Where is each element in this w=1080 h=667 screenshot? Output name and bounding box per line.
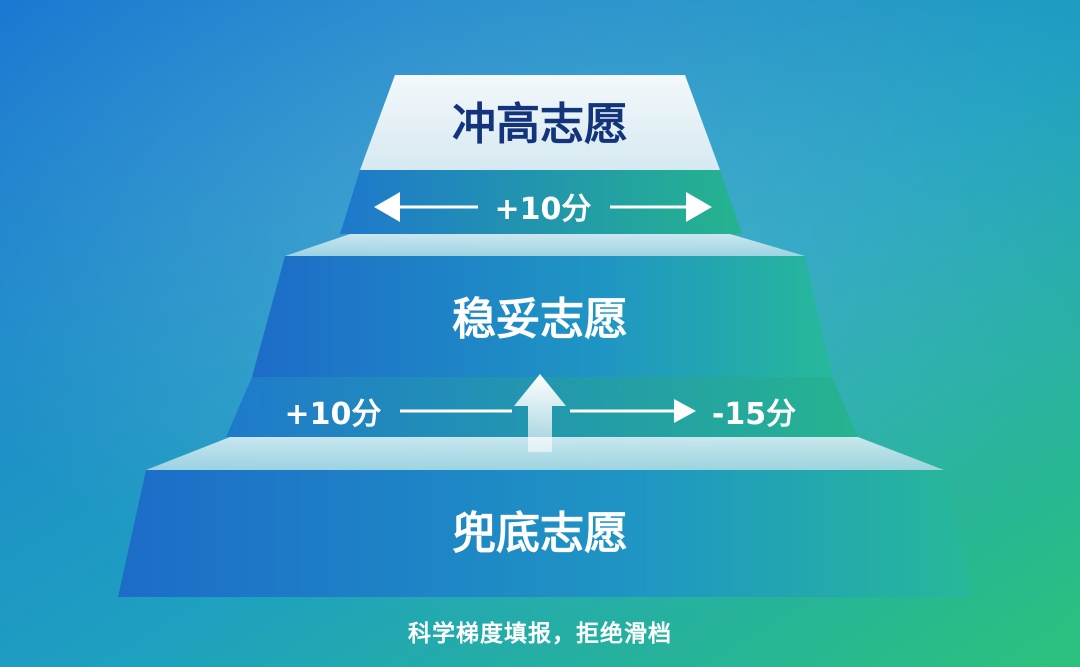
top-band <box>340 170 742 234</box>
middle-tier-label: 稳妥志愿 <box>452 294 628 345</box>
middle-band-right-text: -15分 <box>712 397 796 432</box>
caption: 科学梯度填报，拒绝滑档 <box>408 621 672 647</box>
bottom-tier-label: 兜底志愿 <box>452 508 628 559</box>
middle-tier-ledge <box>285 234 805 256</box>
top-tier-label: 冲高志愿 <box>452 99 628 150</box>
left-arrow-icon <box>374 192 400 222</box>
bottom-tier-ledge <box>146 437 944 470</box>
top-tier-face <box>360 75 720 170</box>
bottom-tier-face <box>118 470 972 597</box>
middle-tier-face <box>252 256 832 377</box>
top-band-text: +10分 <box>495 192 592 227</box>
up-arrow-icon <box>514 374 566 452</box>
middle-band-left-text: +10分 <box>285 397 382 432</box>
right-arrow-icon <box>686 192 712 222</box>
right-arrow-icon <box>674 399 696 423</box>
